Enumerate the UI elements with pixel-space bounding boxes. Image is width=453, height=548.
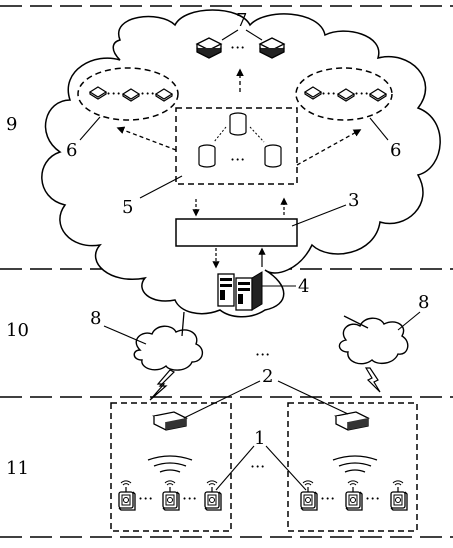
- layer-label-device: 11: [6, 458, 29, 479]
- left-cluster-ellipse: [77, 67, 179, 121]
- layer-label-network: 10: [6, 320, 29, 341]
- label-database-cluster: 5: [122, 197, 133, 218]
- left-lightning-icon: [149, 369, 176, 401]
- leader-5: [139, 175, 183, 199]
- db-link-left: [213, 126, 227, 143]
- label-sensor-nodes: 1: [254, 428, 265, 449]
- leader-8-left: [103, 325, 147, 345]
- right-sensor-3: [390, 480, 408, 511]
- label-gateways: 2: [262, 366, 273, 387]
- right-ellipsis-2: ···: [354, 84, 369, 103]
- label-terminals: 7: [236, 10, 247, 31]
- layer-label-cloud: 9: [6, 114, 17, 135]
- device-group-ellipsis: ···: [250, 457, 265, 476]
- leader-2-right: [277, 380, 349, 415]
- leader-8-right: [397, 311, 421, 331]
- label-right-cluster: 6: [390, 140, 401, 161]
- label-interface-module: 3: [348, 190, 359, 211]
- right-sensor-ellipsis-1: ···: [320, 489, 335, 508]
- network-ellipsis: ···: [255, 345, 270, 364]
- right-network-cloud: [338, 317, 409, 365]
- right-sensor-2: [345, 480, 363, 511]
- right-cloud-link: [343, 315, 369, 329]
- label-left-network: 8: [90, 308, 101, 329]
- arrow-to-left-cluster: [116, 126, 177, 151]
- db-ellipsis: ···: [230, 150, 245, 169]
- label-right-network: 8: [418, 292, 429, 313]
- left-sensor-3: [204, 480, 222, 511]
- label-left-cluster: 6: [66, 140, 77, 161]
- left-sensor-2: [162, 480, 180, 511]
- right-cluster-ellipse: [295, 67, 393, 121]
- right-wireless-waves-icon: [332, 455, 378, 473]
- left-ellipsis-2: ···: [140, 84, 155, 103]
- leader-6-left: [79, 116, 101, 141]
- left-ellipsis-1: ···: [106, 84, 121, 103]
- label-servers: 4: [298, 276, 309, 297]
- right-gateway-icon: [335, 411, 369, 431]
- right-device-group-box: [287, 402, 418, 532]
- database-left: [198, 144, 216, 168]
- database-top: [229, 112, 247, 136]
- leader-6-right: [369, 117, 389, 141]
- left-sensor-1: [118, 480, 136, 511]
- right-lightning-icon: [364, 367, 381, 393]
- db-link-right: [249, 126, 265, 143]
- interface-module-box: [175, 218, 298, 247]
- left-sensor-ellipsis-2: ···: [182, 489, 197, 508]
- left-device-group-box: [110, 402, 232, 532]
- leader-3: [291, 204, 347, 227]
- leader-1-left: [215, 445, 255, 491]
- leader-2-left: [183, 380, 261, 419]
- terminal-ellipsis: ···: [230, 38, 245, 57]
- left-network-cloud: [133, 325, 203, 371]
- right-sensor-ellipsis-2: ···: [365, 489, 380, 508]
- cloud-outline: [41, 9, 441, 318]
- left-sensor-ellipsis-1: ···: [138, 489, 153, 508]
- server-rack-icon: [217, 271, 263, 311]
- leader-7b: [245, 29, 263, 41]
- arrow-to-right-cluster: [296, 129, 362, 166]
- right-sensor-1: [300, 480, 318, 511]
- database-cluster-box: [175, 107, 298, 185]
- right-ellipsis-1: ···: [321, 84, 336, 103]
- left-gateway-icon: [153, 411, 187, 431]
- leader-7: [221, 29, 239, 41]
- database-right: [264, 144, 282, 168]
- left-wireless-waves-icon: [147, 455, 193, 473]
- left-cloud-link: [181, 311, 185, 337]
- leader-1-right: [265, 445, 307, 491]
